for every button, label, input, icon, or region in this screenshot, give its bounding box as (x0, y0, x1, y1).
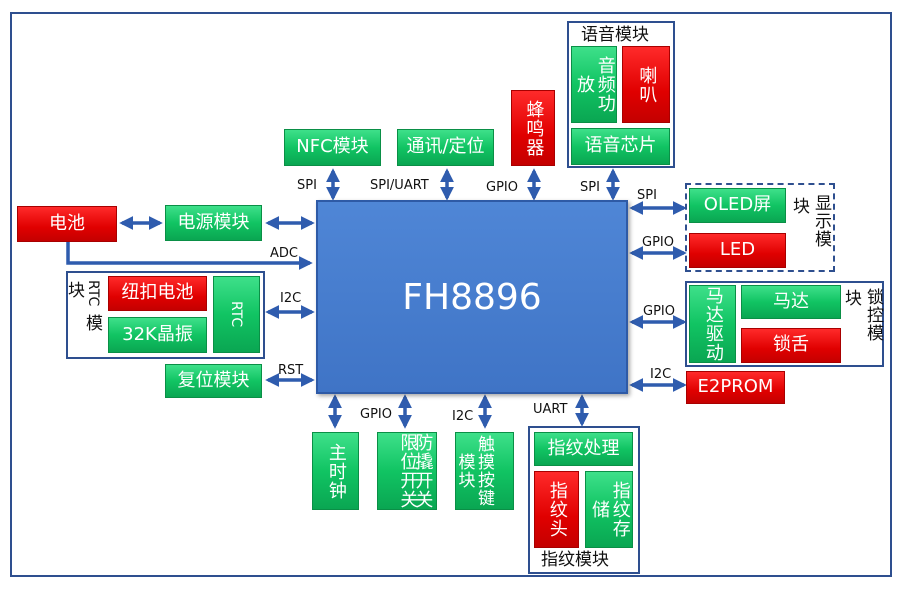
rtc-label: RTC (228, 301, 245, 328)
fingerprint-group (528, 426, 640, 574)
voice-chip-box: 语音芯片 (571, 128, 670, 165)
rtc-group-label-a: 块 (68, 281, 85, 301)
comm-module-box: 通讯/定位 (397, 129, 494, 166)
spi-nfc-label: SPI (297, 178, 317, 193)
rtc-box: RTC (213, 276, 260, 353)
motor-box: 马达 (741, 285, 841, 319)
touch-module-label: 模块 (454, 453, 475, 489)
i2c-touch-label: I2C (452, 409, 474, 424)
gpio-led-label: GPIO (642, 235, 674, 250)
anti-pry-switch-label: 防撬开关 (412, 433, 434, 509)
gpio-bottom-label: GPIO (360, 407, 392, 422)
diagram-frame (10, 12, 892, 577)
uart-fp-label: UART (533, 402, 568, 417)
fp-processing-box: 指纹处理 (534, 432, 633, 466)
spi-display-label: SPI (637, 188, 657, 203)
nfc-module-box: NFC模块 (284, 129, 381, 166)
limit-switch-label: 限位开关 (397, 433, 419, 509)
power-module-box: 电源模块 (165, 205, 262, 241)
adc-label: ADC (270, 246, 298, 261)
rst-label: RST (278, 363, 304, 378)
rtc-group (66, 271, 265, 359)
led-box: LED (689, 233, 786, 268)
display-group-label-a: 块 (793, 197, 810, 217)
display-group (685, 183, 835, 272)
rtc-group-label-b: RTC (85, 280, 101, 307)
arrow-adc (66, 242, 313, 270)
fp-head-box: 指纹头 (534, 471, 579, 548)
switch-box: 限位开关 (377, 432, 437, 510)
gpio-lock-label: GPIO (643, 304, 675, 319)
reset-module-box: 复位模块 (165, 364, 262, 398)
motor-driver-box: 马达驱动 (689, 285, 736, 363)
rtc-group-label-c: 模 (86, 314, 103, 334)
lock-group (685, 281, 884, 367)
lock-group-label-a: 块 (845, 289, 862, 309)
touch-keys-label: 触摸按键 (474, 435, 495, 507)
battery-box: 电池 (17, 206, 117, 242)
coin-cell-box: 纽扣电池 (108, 276, 207, 311)
audio-amp-box: 音频功放 (571, 46, 617, 123)
switch-box-overlay: 防撬开关 (377, 432, 437, 510)
gpio-buzzer-label: GPIO (486, 180, 518, 195)
cpu-fh8896: FH8896 (316, 200, 628, 394)
buzzer-box: 蜂鸣器 (511, 90, 555, 166)
lock-tongue-box: 锁舌 (741, 328, 841, 363)
speaker-box: 喇叭 (622, 46, 670, 123)
i2c-eeprom-label: I2C (650, 367, 672, 382)
spi-voice-label: SPI (580, 180, 600, 195)
spi-uart-label: SPI/UART (370, 178, 429, 193)
eeprom-box: E2PROM (686, 371, 785, 404)
crystal-box: 32K晶振 (108, 317, 207, 353)
voice-group (567, 21, 675, 168)
fp-storage-box: 指纹存储 (585, 471, 633, 548)
voice-group-label: 语音模块 (581, 25, 649, 45)
lock-group-label-b: 锁控模 (863, 288, 883, 342)
oled-box: OLED屏 (689, 188, 786, 223)
master-clock-box: 主时钟 (312, 432, 359, 510)
display-group-label-b: 显示模 (811, 194, 831, 248)
fp-group-label: 指纹模块 (541, 550, 609, 570)
i2c-rtc-label: I2C (280, 291, 302, 306)
touch-key-box: 模块 触摸按键 (455, 432, 514, 510)
